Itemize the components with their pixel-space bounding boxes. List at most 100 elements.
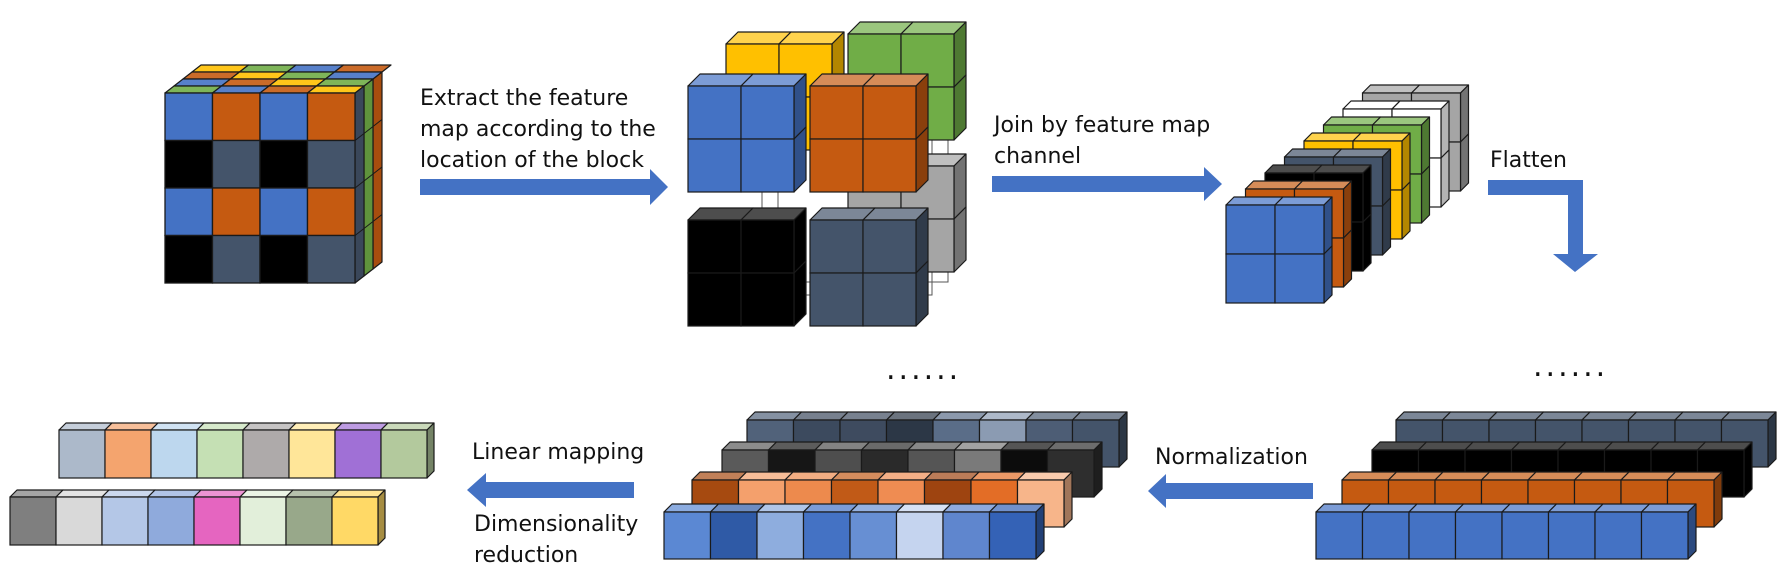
norm-row-0-top-6 xyxy=(1025,411,1082,421)
split-block-slate-cell-0-1 xyxy=(862,219,917,274)
input-cell-1-2 xyxy=(259,139,309,189)
input-cell-0-1 xyxy=(211,92,261,142)
flat-row-slate-side xyxy=(1767,411,1777,468)
norm-row-3-top-3 xyxy=(802,503,859,513)
norm-row-3-cell-2 xyxy=(756,511,805,560)
embed-row-1-side xyxy=(377,489,386,546)
input-cell-0-0 xyxy=(164,92,214,142)
input-cell-2-1 xyxy=(211,187,261,237)
label-extract-line3: location of the block xyxy=(420,148,644,173)
embed-row-0-cell-4 xyxy=(242,429,290,479)
flat-row-black-side xyxy=(1743,441,1753,498)
embed-row-0-cell-7 xyxy=(380,429,428,479)
embed-row-0-top-1 xyxy=(104,422,159,431)
split-block-slate-cell-0-0 xyxy=(809,219,864,274)
norm-row-1-top-2 xyxy=(814,441,871,451)
stack-layer-green-side-1 xyxy=(1420,165,1431,224)
norm-row-0-top-1 xyxy=(792,411,849,421)
norm-row-2-top-5 xyxy=(923,471,980,481)
input-cell-2-3 xyxy=(306,187,356,237)
channel-joined-stack xyxy=(1225,84,1470,304)
embed-row-1-top-4 xyxy=(193,489,248,498)
flat-row-blue-cell-4 xyxy=(1501,511,1550,560)
input-cell-2-2 xyxy=(259,187,309,237)
norm-row-1-top-6 xyxy=(1000,441,1057,451)
embed-row-1-cell-4 xyxy=(193,496,241,546)
embed-row-1-cell-1 xyxy=(55,496,103,546)
norm-row-3 xyxy=(663,503,1045,560)
input-top-layer-4-3 xyxy=(333,64,392,73)
input-feature-block xyxy=(164,64,392,284)
norm-row-3-top-7 xyxy=(988,503,1045,513)
input-cell-2-0 xyxy=(164,187,214,237)
split-block-orange-side-1 xyxy=(915,126,929,193)
stack-layer-gray-side-0 xyxy=(1459,84,1470,143)
stack-layer-green-side-0 xyxy=(1420,116,1431,175)
norm-row-1-top-0 xyxy=(721,441,778,451)
input-side-line-2-2 xyxy=(363,173,374,182)
arrow-join xyxy=(992,167,1222,201)
norm-row-3-top-0 xyxy=(663,503,720,513)
norm-row-3-cell-7 xyxy=(988,511,1037,560)
input-side-line-2-1 xyxy=(363,126,374,134)
stack-layer-slate-top-1 xyxy=(1332,148,1392,158)
embed-row-0-top-7 xyxy=(380,422,435,431)
stack-layer-black-top-1 xyxy=(1313,164,1372,174)
norm-row-2-side xyxy=(1063,471,1073,528)
split-block-orange-cell-0-0 xyxy=(809,85,864,140)
norm-row-3-top-2 xyxy=(756,503,813,513)
split-block-black-cell-0-1 xyxy=(740,219,795,274)
embed-row-0-cell-5 xyxy=(288,429,336,479)
embed-row-1-top-6 xyxy=(285,489,340,498)
flat-row-black-top-6 xyxy=(1650,441,1707,451)
norm-row-3-cell-1 xyxy=(709,511,758,560)
split-block-orange-cell-1-1 xyxy=(862,138,917,193)
embed-row-0-top-5 xyxy=(288,422,343,431)
split-block-blue xyxy=(687,73,807,193)
embed-row-1-top-0 xyxy=(9,489,64,498)
input-side-line-2-3 xyxy=(363,221,374,229)
embed-row-1-cell-0 xyxy=(9,496,57,546)
input-cell-1-3 xyxy=(306,139,356,189)
ellipsis-normalized: ...... xyxy=(886,352,962,387)
flat-row-blue-top-3 xyxy=(1454,503,1511,513)
flat-row-black-top-4 xyxy=(1557,441,1614,451)
norm-row-2-top-6 xyxy=(970,471,1027,481)
flat-row-slate-top-0 xyxy=(1395,411,1452,421)
flat-row-slate-top-6 xyxy=(1674,411,1731,421)
stack-layer-gray-side-1 xyxy=(1459,133,1470,192)
input-side-line-1-1 xyxy=(354,133,365,141)
stack-layer-white-top-0 xyxy=(1342,100,1401,110)
stack-layer-gray-top-0 xyxy=(1361,84,1421,94)
stack-layer-blue-cell-1-1 xyxy=(1274,253,1325,304)
input-cell-3-3 xyxy=(306,234,356,284)
norm-row-3-cell-5 xyxy=(895,511,944,560)
label-dimensionality-reduction: Dimensionality reduction xyxy=(474,509,638,571)
stack-layer-black-side-0 xyxy=(1362,164,1372,223)
input-side-line-3-2 xyxy=(372,166,383,175)
arrow-normalization xyxy=(1148,474,1313,508)
embed-row-0-top-4 xyxy=(242,422,297,431)
norm-row-0-top-0 xyxy=(746,411,803,421)
stack-layer-gold-side-1 xyxy=(1401,181,1411,240)
stack-layer-blue-cell-0-0 xyxy=(1225,204,1276,255)
flat-row-slate-top-1 xyxy=(1441,411,1498,421)
norm-row-1-top-3 xyxy=(860,441,917,451)
norm-row-3-top-5 xyxy=(895,503,952,513)
split-block-blue-cell-1-1 xyxy=(740,138,795,193)
norm-row-1-top-7 xyxy=(1046,441,1103,451)
flat-row-orange-top-7 xyxy=(1666,471,1723,481)
stack-layer-blue-side-1 xyxy=(1323,245,1333,304)
input-cell-1-0 xyxy=(164,139,214,189)
norm-row-1-top-5 xyxy=(953,441,1010,451)
flat-row-blue-cell-6 xyxy=(1594,511,1643,560)
normalized-token-rows xyxy=(663,411,1128,560)
norm-row-1-top-4 xyxy=(907,441,964,451)
split-block-orange xyxy=(809,73,929,193)
embed-row-0-cell-3 xyxy=(196,429,244,479)
embed-row-1-top-7 xyxy=(331,489,386,498)
flat-row-blue-top-5 xyxy=(1547,503,1604,513)
split-block-black xyxy=(687,207,807,327)
input-side-line-1-2 xyxy=(354,180,365,189)
flat-row-blue-top-7 xyxy=(1640,503,1697,513)
